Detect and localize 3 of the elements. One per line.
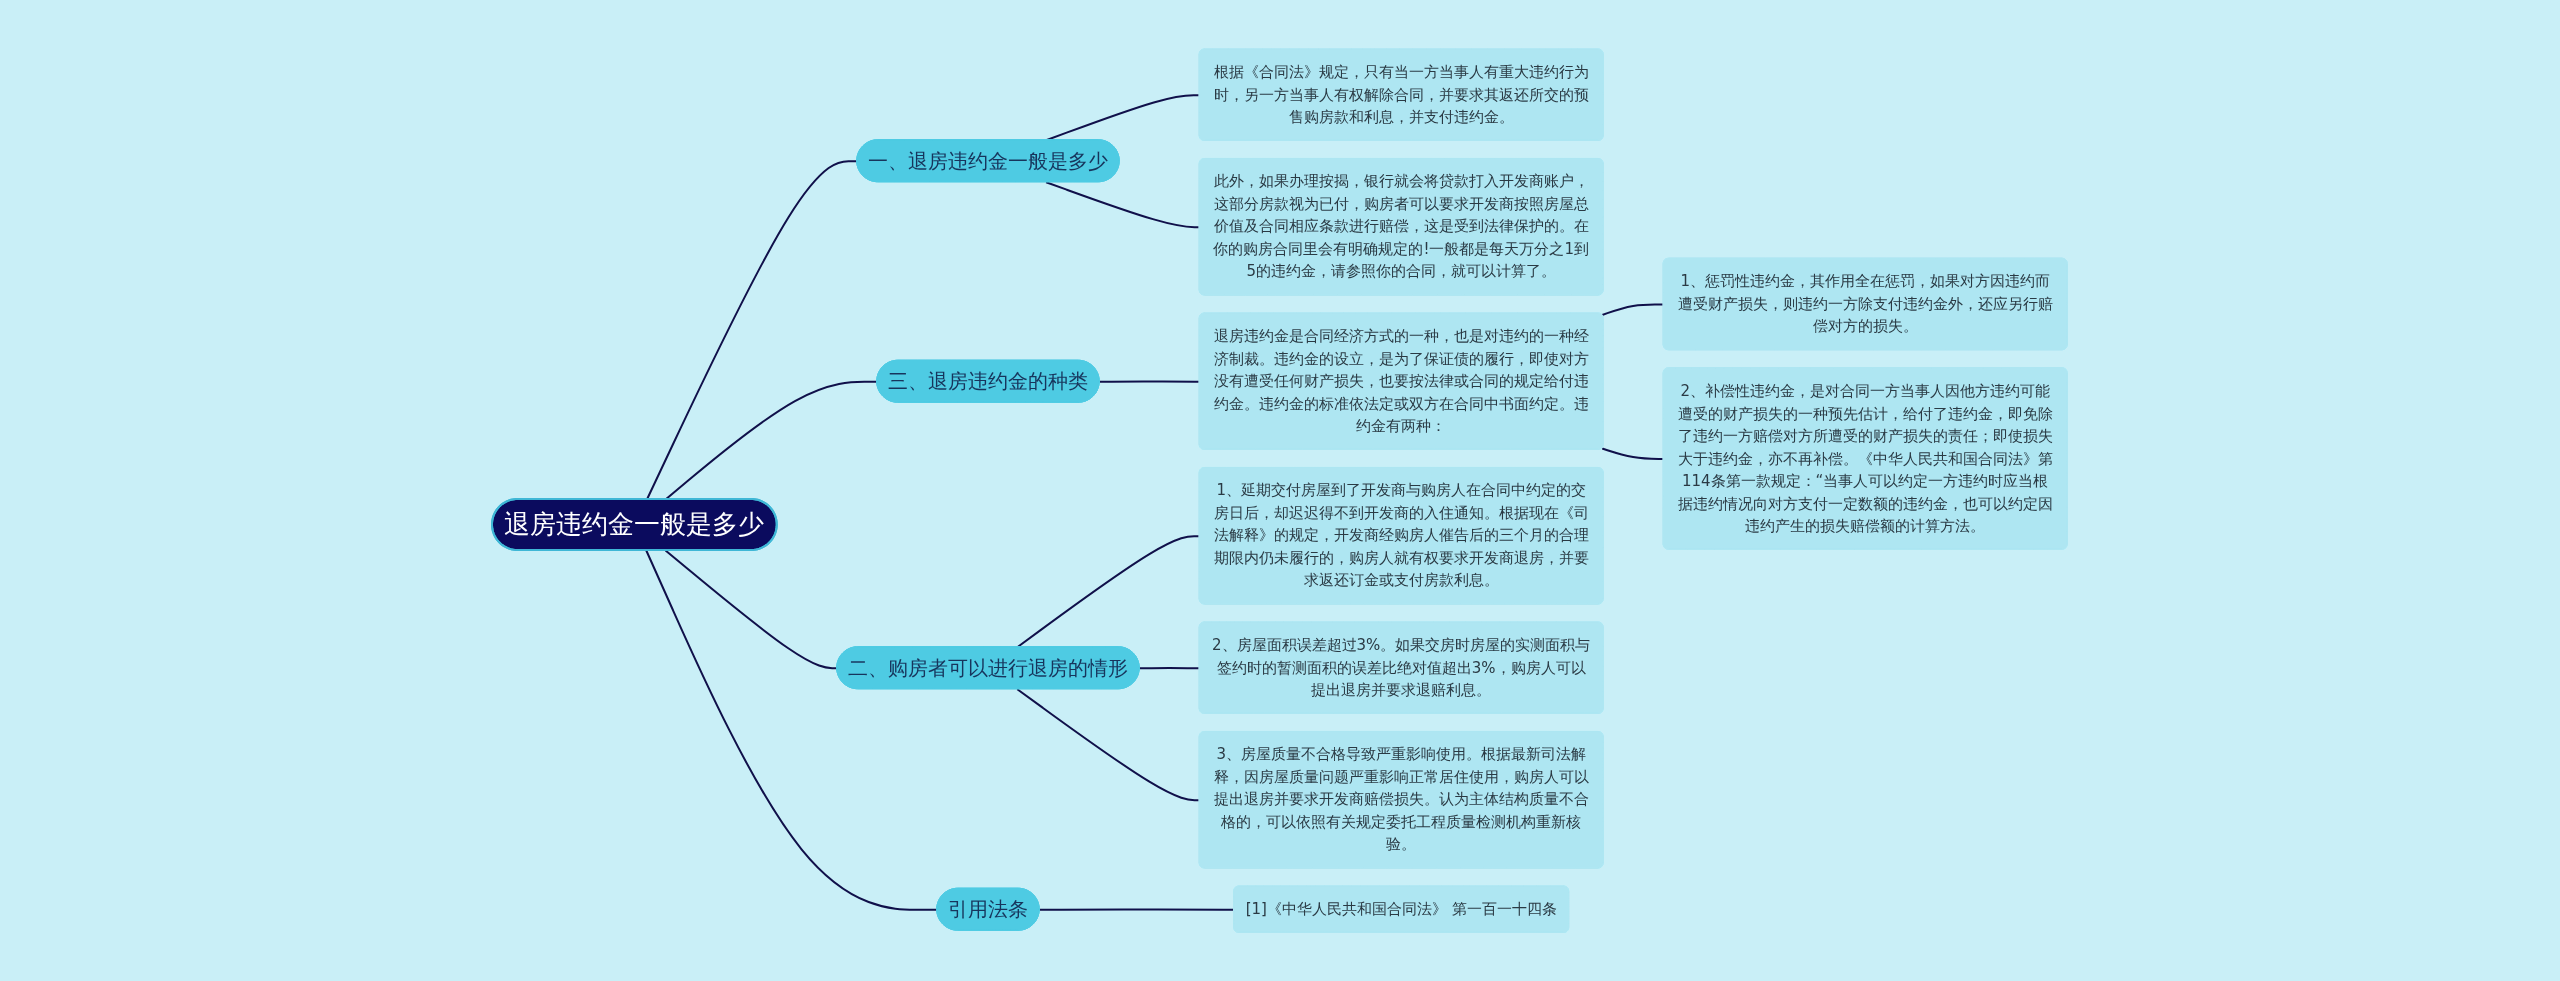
- connector: [645, 549, 939, 911]
- connector: [1039, 908, 1236, 911]
- connector: [664, 549, 839, 669]
